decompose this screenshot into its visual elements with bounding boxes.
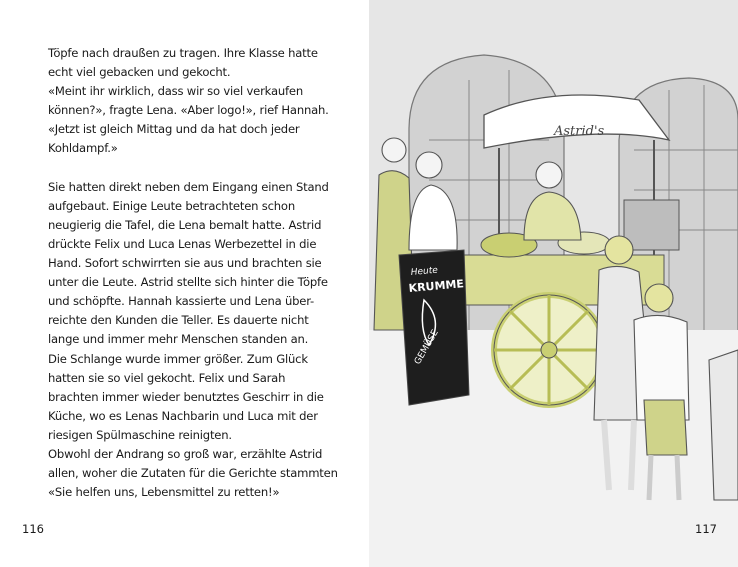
market-stall-illustration: Astrid's Heute KRUMME [369,0,738,567]
text-line: riesigen Spülmaschine reinigten. [48,427,232,442]
text-line: echt viel gebacken und gekocht. [48,65,231,80]
child-figures [373,137,458,331]
text-line: reichte den Kunden die Teller. Es dauert… [48,313,309,328]
text-line [48,159,348,178]
text-line: unter die Leute. Astrid stellte sich hin… [48,275,328,290]
text-line: «Sie helfen uns, Lebensmittel zu retten!… [48,485,280,500]
soup-bowl [480,232,538,258]
left-page: Töpfe nach draußen zu tragen. Ihre Klass… [22,44,348,536]
story-text: Töpfe nach draußen zu tragen. Ihre Klass… [48,44,348,502]
text-line: lange und immer mehr Menschen standen an… [48,332,309,347]
customer-queue [593,235,738,501]
page-number-right: 117 [695,522,717,536]
awning [483,94,671,149]
awning-sign: Astrid's [553,124,605,139]
svg-text:KRUMME: KRUMME [408,277,464,295]
svg-text:Heute: Heute [410,266,438,278]
text-line: neugierig die Tafel, die Lena bemalt hat… [48,217,322,232]
text-line: Hand. Sofort schwirrten sie aus und brac… [48,256,322,271]
text-line: «Meint ihr wirklich, dass wir so viel ve… [48,84,303,99]
bread-basket [623,199,680,251]
text-line: Die Schlange wurde immer größer. Zum Glü… [48,351,308,366]
vendor-astrid [523,161,582,241]
text-line: Obwohl der Andrang so groß war, erzählte… [48,446,323,461]
text-line: Sie hatten direkt neben dem Eingang eine… [48,179,329,194]
text-line: drückte Felix und Luca Lenas Werbezettel… [48,236,317,251]
text-line: und schöpfte. Hannah kassierte und Lena … [48,294,315,309]
text-line: allen, woher die Zutaten für die Gericht… [48,466,338,481]
text-line: «Jetzt ist gleich Mittag und da hat doch… [48,122,300,137]
page-number-left: 116 [22,522,44,536]
chalkboard-sign: Heute KRUMME GEMÜSE [398,249,470,406]
text-line: Töpfe nach draußen zu tragen. Ihre Klass… [48,46,318,60]
text-line: aufgebaut. Einige Leute betrachteten sch… [48,198,295,213]
text-line: brachten immer wieder benutztes Geschirr… [48,389,324,404]
text-line: können?», fragte Lena. «Aber logo!», rie… [48,103,329,118]
cart-wheel [491,292,607,408]
text-line: Kohldampf.» [48,141,118,156]
text-line: Küche, wo es Lenas Nachbarin und Luca mi… [48,408,318,423]
right-page: Astrid's Heute KRUMME [369,0,738,567]
text-line: hatten sie so viel gekocht. Felix und Sa… [48,370,286,385]
